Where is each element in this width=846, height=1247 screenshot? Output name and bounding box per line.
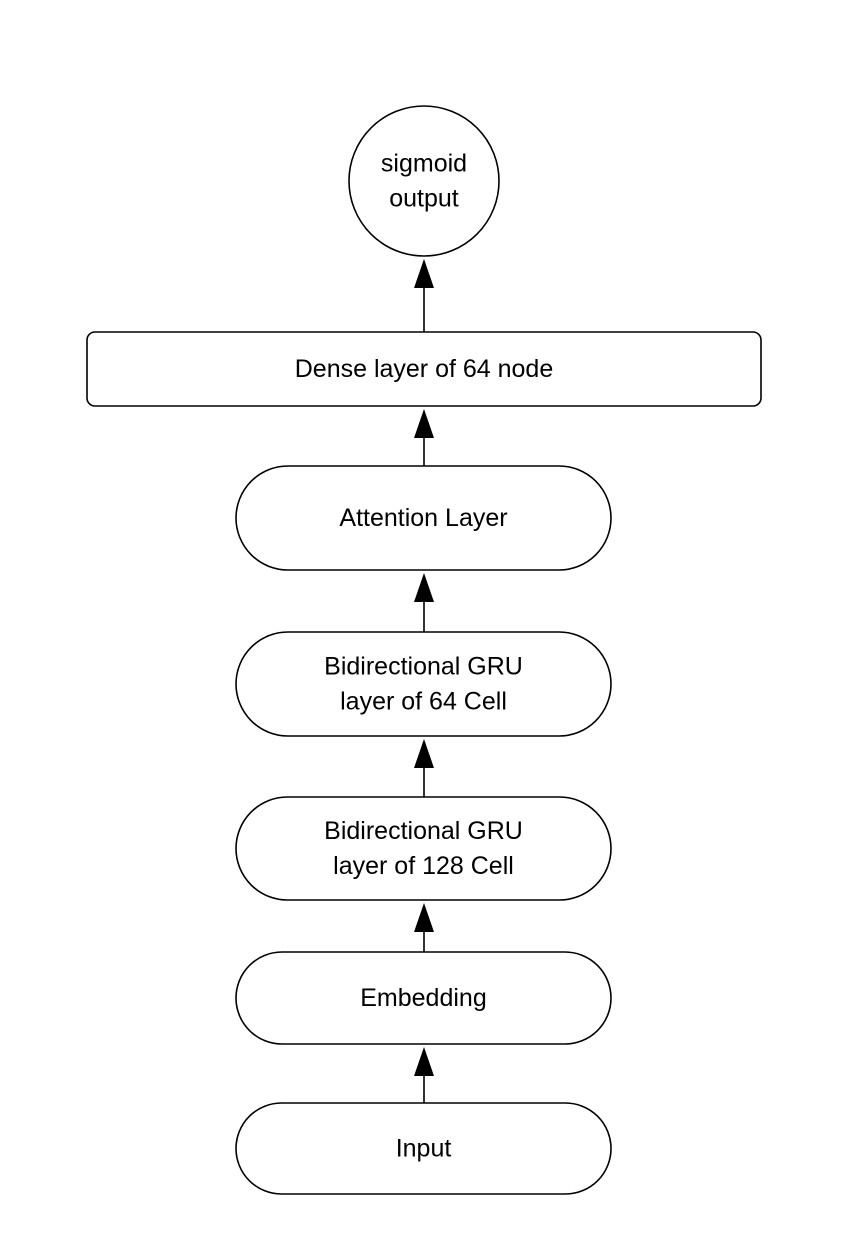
node-label: Input — [396, 1135, 452, 1163]
arrowhead-icon — [414, 409, 434, 438]
edge-dense-to-output — [414, 259, 434, 332]
edges-layer — [414, 259, 434, 1103]
node-shape — [348, 105, 500, 257]
node-attention: Attention Layer — [235, 465, 612, 571]
arrowhead-icon — [414, 739, 434, 768]
node-label: sigmoid — [381, 150, 467, 178]
arrowhead-icon — [414, 1047, 434, 1076]
node-input: Input — [235, 1102, 612, 1195]
node-label: layer of 64 Cell — [340, 688, 507, 716]
node-embedding: Embedding — [235, 951, 612, 1045]
node-shape — [86, 331, 762, 407]
node-output: sigmoid output — [348, 105, 500, 257]
node-shape — [235, 796, 612, 901]
node-shape — [235, 1102, 612, 1195]
edge-embedding-to-gru128 — [414, 903, 434, 952]
arrowhead-icon — [414, 573, 434, 602]
arrowhead-icon — [414, 259, 434, 288]
node-shape — [235, 951, 612, 1045]
node-dense: Dense layer of 64 node — [86, 331, 762, 407]
node-label: Bidirectional GRU — [324, 653, 523, 681]
edge-gru128-to-gru64 — [414, 739, 434, 797]
node-shape — [235, 631, 612, 737]
node-gru128: Bidirectional GRU layer of 128 Cell — [235, 796, 612, 901]
node-label: Embedding — [360, 984, 486, 1012]
node-label: output — [389, 185, 459, 213]
edge-input-to-embedding — [414, 1047, 434, 1103]
node-gru64: Bidirectional GRU layer of 64 Cell — [235, 631, 612, 737]
edge-gru64-to-attention — [414, 573, 434, 632]
node-label: Attention Layer — [339, 504, 507, 532]
node-label: layer of 128 Cell — [333, 852, 514, 880]
node-label: Dense layer of 64 node — [295, 355, 554, 383]
node-label: Bidirectional GRU — [324, 817, 523, 845]
node-shape — [235, 465, 612, 571]
arrowhead-icon — [414, 903, 434, 932]
edge-attention-to-dense — [414, 409, 434, 466]
